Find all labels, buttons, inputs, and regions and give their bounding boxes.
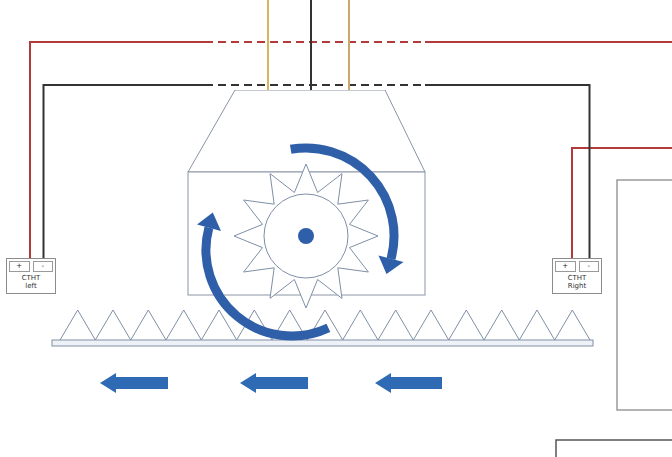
signal-wire [267,0,269,90]
panel-outline-lower [556,440,672,457]
signal-wire [348,0,350,90]
panel-outline [617,180,672,410]
terminal-row: +- [9,261,53,272]
gear-axle [298,228,314,244]
motor-housing-top [188,90,425,172]
terminal-sign: - [33,261,54,272]
rotation-arrowhead [379,256,404,275]
terminal-box: +- CTHT Right [552,258,602,294]
rotation-arrow [206,228,328,336]
terminal-sign: - [579,261,600,272]
motion-arrow [240,373,308,393]
rack-bar [52,340,593,346]
red-wire-right [572,148,672,258]
pinion-gear [234,164,378,308]
red-dashed-wire [205,41,425,43]
black-dashed-wire [205,84,425,86]
rotation-arrowhead [197,213,221,232]
terminal-row: +- [555,261,599,272]
signal-wire [310,0,312,90]
dash-gap [205,80,425,90]
rotation-arrow [291,148,394,259]
motion-arrow [100,373,168,393]
gear-hub [264,194,348,278]
dash-gap [205,37,425,47]
device-label: CTHT left [15,274,47,290]
terminal-box: +- CTHT left [6,258,56,294]
device-label: CTHT Right [561,274,593,290]
terminal-sign: + [9,261,30,272]
ground-wire [44,85,590,258]
terminal-sign: + [555,261,576,272]
motion-arrow [375,373,442,393]
